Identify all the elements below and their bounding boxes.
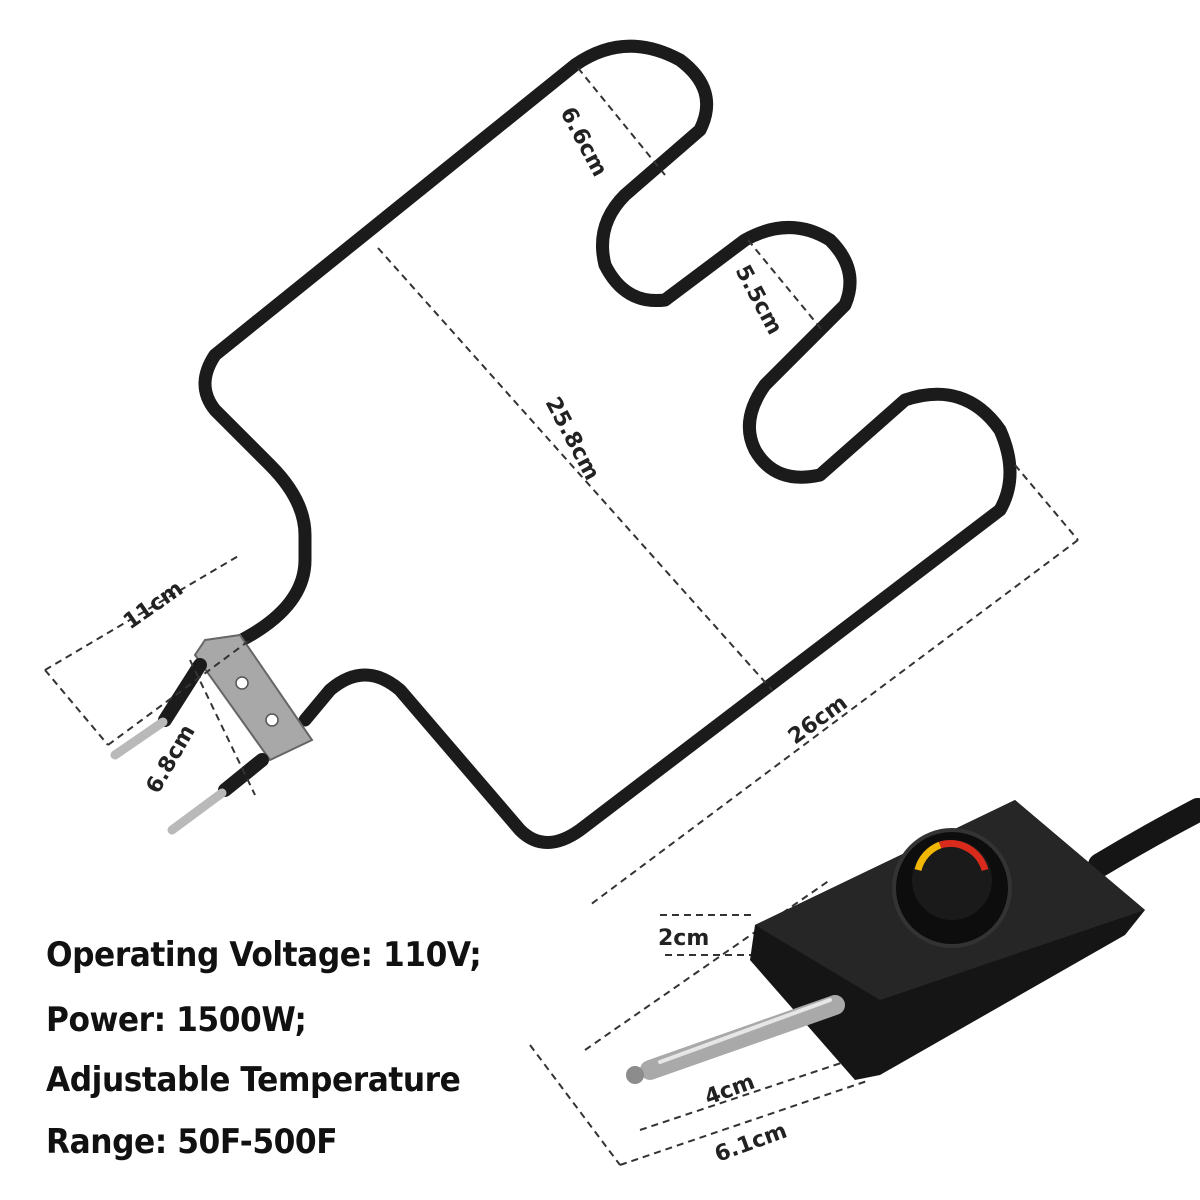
dim-line-probe-c <box>529 1044 621 1166</box>
dim-line-bracket-b <box>44 554 241 671</box>
dim-line-base <box>1014 464 1079 541</box>
heating-element-coil <box>198 39 1017 849</box>
power-cord <box>1088 798 1200 877</box>
dim-line-base-b <box>589 539 1079 906</box>
label-top-width: 6.6cm <box>555 103 612 181</box>
dial-yellow-arc <box>914 841 942 872</box>
label-mid-width: 5.5cm <box>730 261 787 339</box>
dim-line-probe-d <box>619 1079 871 1166</box>
dim-line-probe-b <box>639 1049 881 1131</box>
dim-line-bracket-c <box>107 639 251 746</box>
label-probe-length: 4cm <box>702 1070 759 1111</box>
terminal-insulator <box>158 658 207 727</box>
label-base-width: 26cm <box>784 690 853 749</box>
probe-rod <box>640 995 845 1080</box>
probe-tip <box>626 1066 644 1084</box>
dim-line-mid <box>747 239 823 331</box>
mounting-bracket <box>193 633 314 762</box>
bracket-hole <box>265 713 279 727</box>
spec-temperature-line1: Adjustable Temperature <box>46 1060 461 1100</box>
dim-line-top <box>577 67 666 176</box>
terminal-insulator <box>218 753 269 797</box>
dim-line-length <box>377 247 773 691</box>
dim-line-bracket <box>44 669 109 746</box>
spec-temperature-line2: Range: 50F-500F <box>46 1122 338 1162</box>
label-bracket-width: 11cm <box>119 576 188 635</box>
terminal-pin <box>110 717 168 760</box>
spec-power: Power: 1500W; <box>46 1000 307 1040</box>
dim-line-terminal <box>189 659 256 796</box>
label-probe-total: 6.1cm <box>712 1119 791 1168</box>
dial-red-arc <box>939 840 989 872</box>
dim-line-probe <box>584 879 831 1051</box>
label-controller-height: 2cm <box>658 926 709 951</box>
dial-face <box>912 840 992 920</box>
probe-highlight <box>658 998 832 1064</box>
spec-voltage: Operating Voltage: 110V; <box>46 935 482 975</box>
terminal-pin <box>167 788 227 835</box>
bracket-hole <box>235 676 249 690</box>
